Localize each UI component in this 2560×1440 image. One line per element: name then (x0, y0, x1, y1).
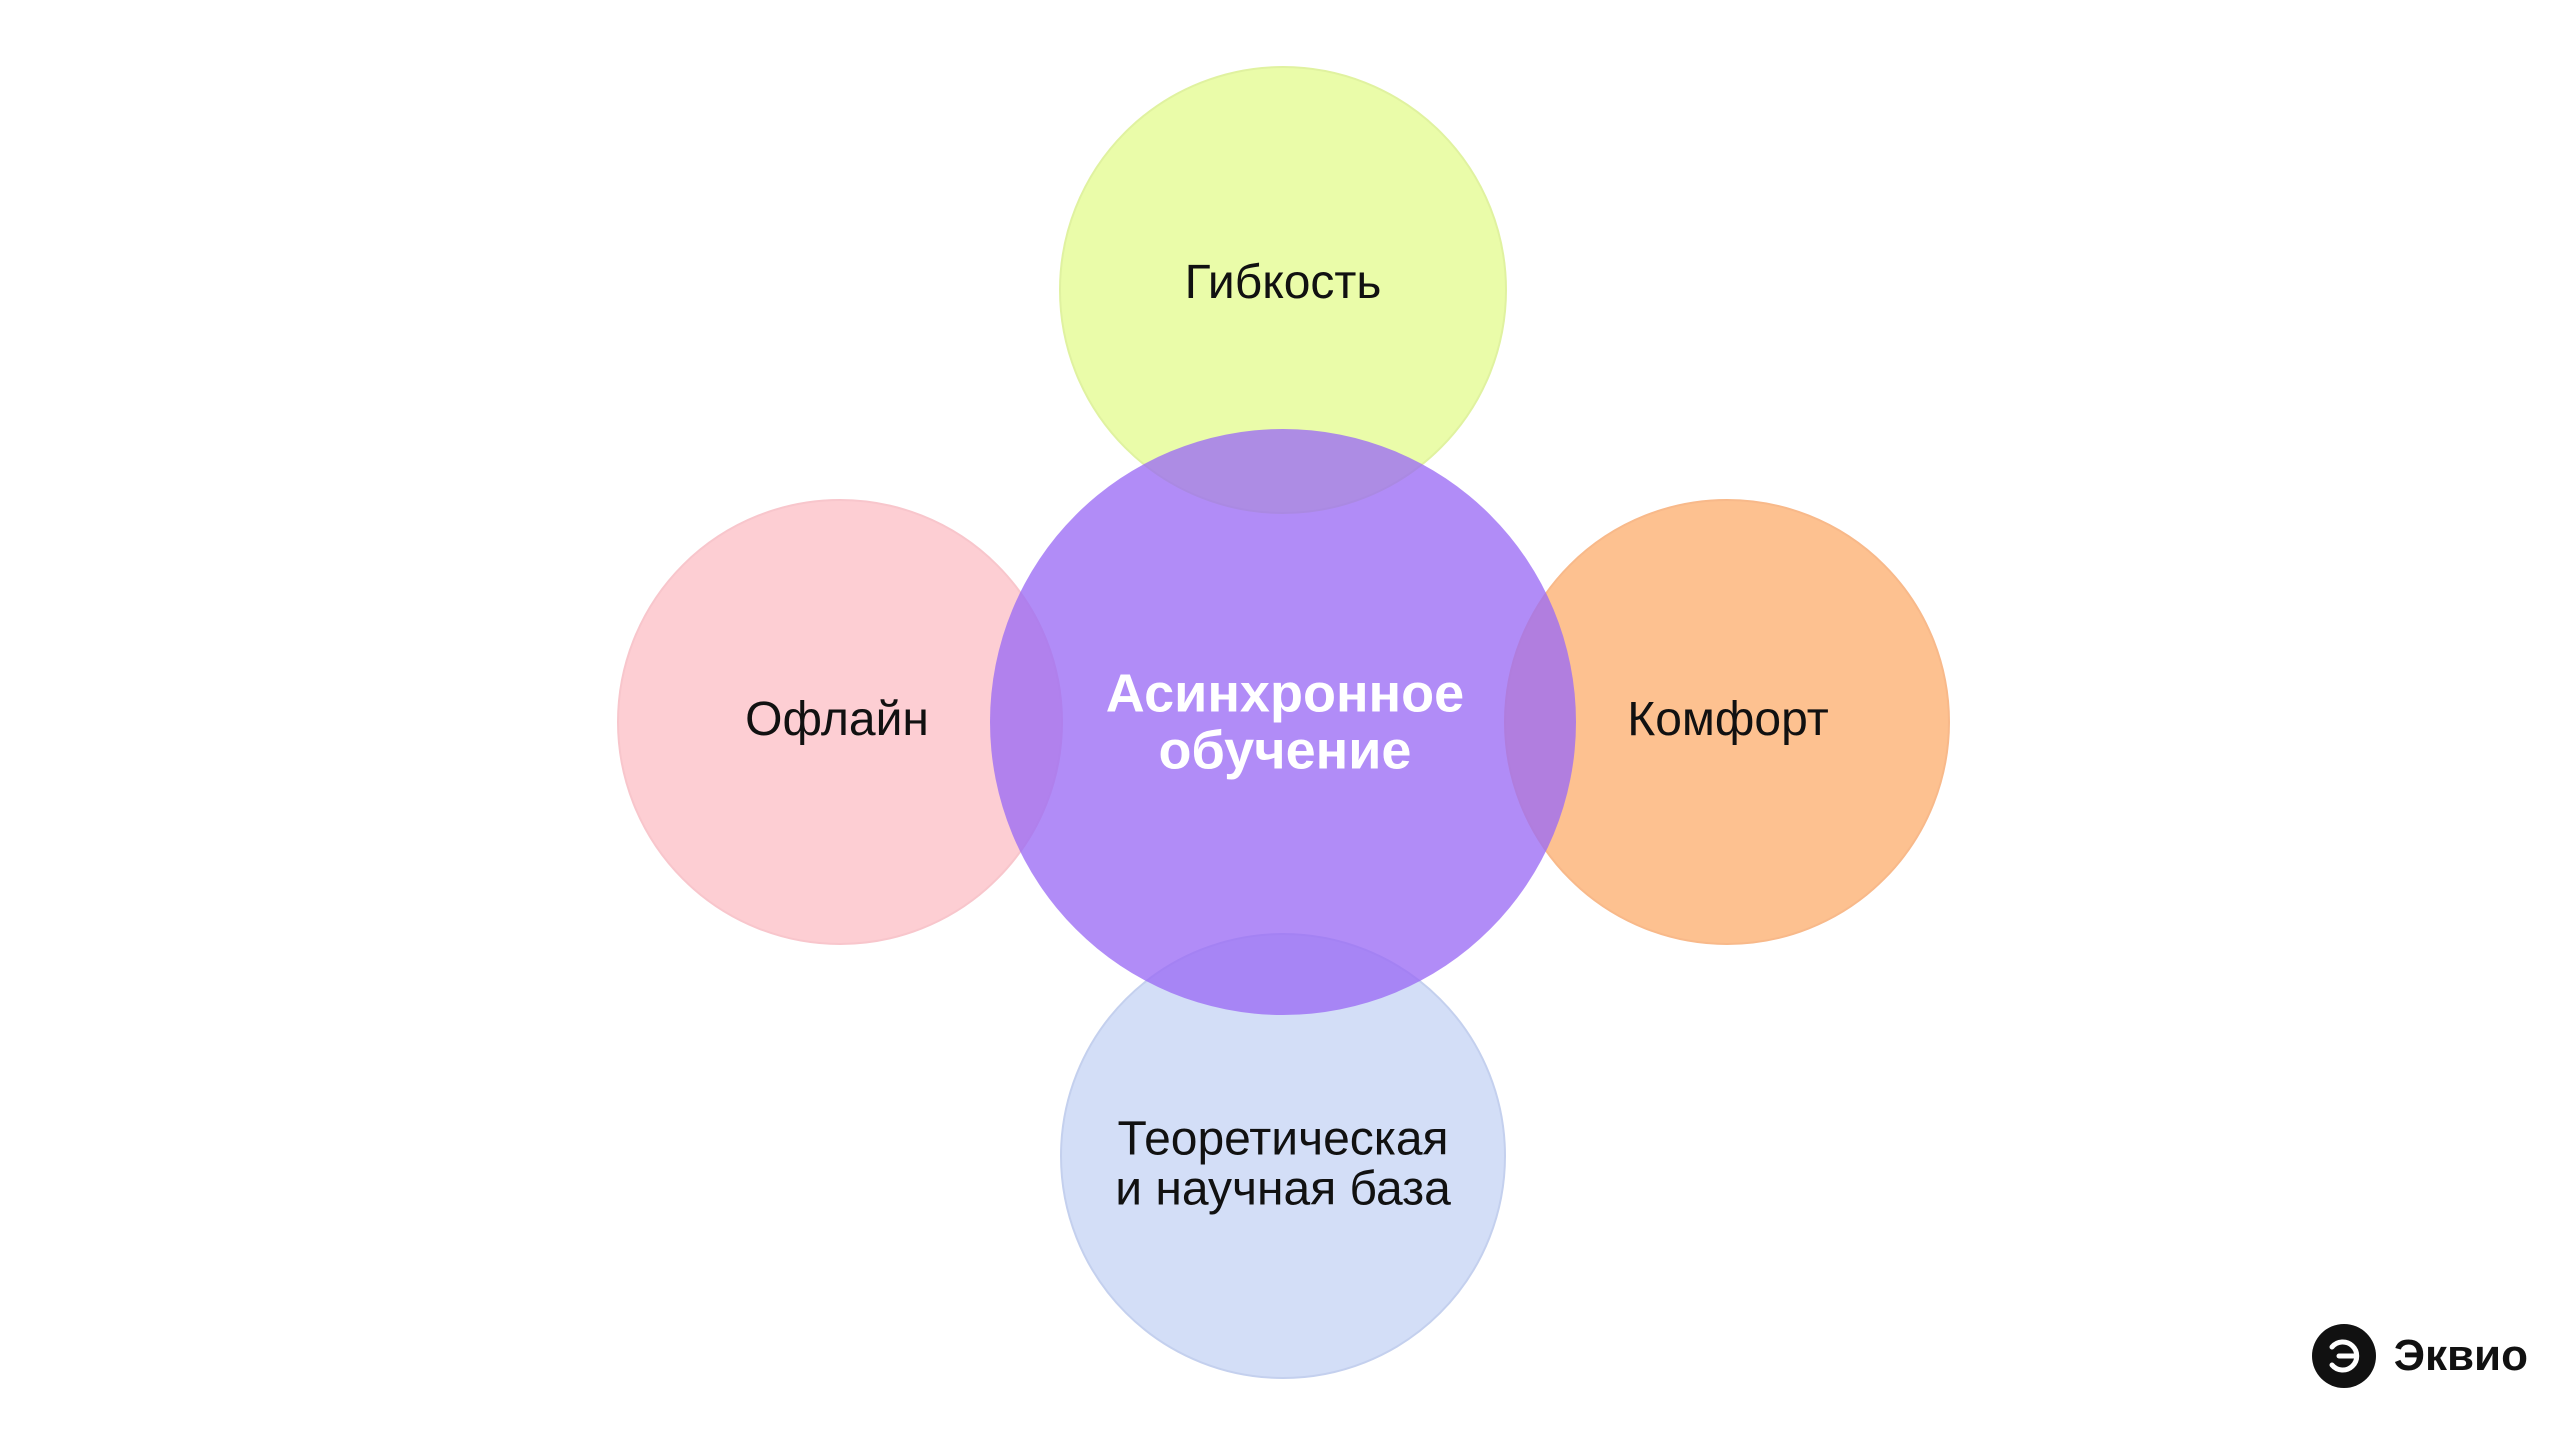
ekvio-logo-icon (2311, 1324, 2376, 1388)
brand-logo: Эквио (2311, 1324, 2528, 1388)
circle-center-async-learning (990, 429, 1576, 1015)
brand-name: Эквио (2393, 1331, 2528, 1380)
